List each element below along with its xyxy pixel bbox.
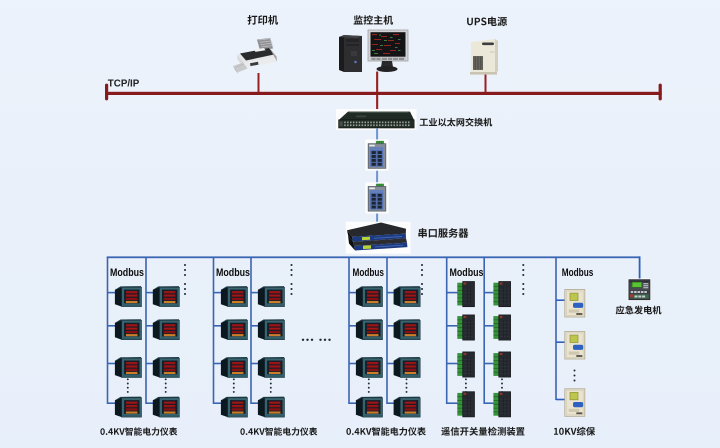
svg-text:Modbus: Modbus: [353, 267, 385, 279]
svg-text:TCP/IP: TCP/IP: [108, 79, 140, 90]
svg-text:Modbus: Modbus: [110, 267, 144, 279]
svg-text:Modbus: Modbus: [562, 267, 594, 279]
svg-text:Modbus: Modbus: [216, 267, 250, 279]
svg-text:Modbus: Modbus: [450, 267, 484, 279]
